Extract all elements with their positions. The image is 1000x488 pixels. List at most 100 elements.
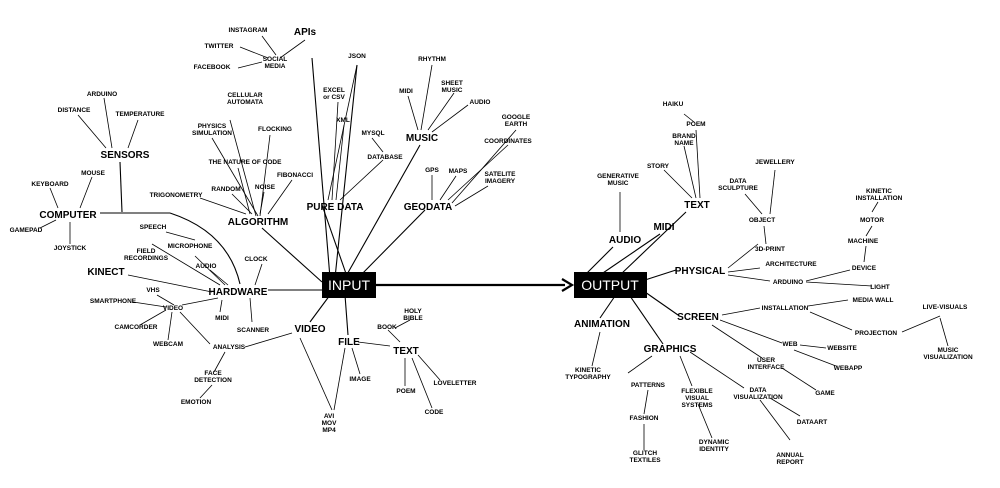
node-holy-bible-1: HOLY [404, 308, 422, 315]
node-flocking: FLOCKING [258, 126, 292, 133]
node-mouse: MOUSE [81, 170, 106, 177]
node-data-sculpture-2: SCULPTURE [718, 185, 758, 192]
node-animation: ANIMATION [574, 319, 630, 330]
node-json: JSON [348, 53, 366, 60]
node-gamepad: GAMEPAD [10, 227, 43, 234]
node-geodata: GEODATA [404, 202, 453, 213]
node-audio-music: AUDIO [470, 99, 491, 106]
node-noise: NOISE [255, 184, 276, 191]
node-dynamic-2: IDENTITY [699, 446, 729, 453]
node-text-output: TEXT [684, 200, 710, 211]
node-data-vis-1: DATA [749, 387, 766, 394]
node-book: BOOK [377, 324, 397, 331]
node-patterns: PATTERNS [631, 382, 666, 389]
node-poem-output: POEM [686, 121, 705, 128]
node-dynamic-1: DYNAMIC [699, 439, 730, 446]
node-code: CODE [425, 409, 444, 416]
node-face-2: DETECTION [194, 377, 232, 384]
node-kinetic-inst-1: KINETIC [866, 188, 892, 195]
input-label: INPUT [328, 277, 370, 293]
node-social-media-1: SOCIAL [263, 56, 288, 63]
node-clock: CLOCK [244, 256, 267, 263]
node-webcam: WEBCAM [153, 341, 183, 348]
node-face-1: FACE [204, 370, 222, 377]
node-field-1: FIELD [137, 248, 156, 255]
node-data-vis-2: VISUALIZATION [733, 394, 783, 401]
node-twitter: TWITTER [205, 43, 234, 50]
node-arduino-output: ARDUINO [773, 279, 803, 286]
node-light: LIGHT [870, 284, 890, 291]
node-fashion: FASHION [630, 415, 659, 422]
node-music-vis-2: VISUALIZATION [923, 354, 973, 361]
node-website: WEBSITE [827, 345, 857, 352]
node-architecture: ARCHITECTURE [765, 261, 817, 268]
node-avi-3: MP4 [322, 427, 336, 434]
node-poem-input: POEM [396, 388, 415, 395]
node-physical: PHYSICAL [675, 266, 726, 277]
node-sheet-music-1: SHEET [441, 80, 463, 87]
node-projection: PROJECTION [855, 330, 898, 337]
input-branch: APIs INSTAGRAM TWITTER FACEBOOK SOCIAL M… [10, 27, 533, 434]
node-sensors: SENSORS [101, 150, 150, 161]
node-flexible-2: VISUAL [685, 395, 709, 402]
node-keyboard: KEYBOARD [31, 181, 69, 188]
node-facebook: FACEBOOK [194, 64, 231, 71]
node-device: DEVICE [852, 265, 877, 272]
node-graphics: GRAPHICS [644, 344, 697, 355]
node-physics-2: SIMULATION [192, 130, 232, 137]
node-3d-print: 3D-PRINT [755, 246, 785, 253]
node-live-visuals: LIVE-VISUALS [923, 304, 968, 311]
node-google-earth-2: EARTH [505, 121, 528, 128]
node-glitch-1: GLITCH [633, 450, 657, 457]
node-smartphone: SMARTPHONE [90, 298, 137, 305]
node-brand-1: BRAND [672, 133, 696, 140]
node-satelite-1: SATELITE [485, 171, 517, 178]
node-screen: SCREEN [677, 312, 719, 323]
node-annual-1: ANNUAL [776, 452, 803, 459]
node-random: RANDOM [211, 186, 240, 193]
node-field-2: RECORDINGS [124, 255, 169, 262]
node-glitch-2: TEXTILES [629, 457, 661, 464]
node-generative-1: GENERATIVE [597, 173, 639, 180]
node-video-small: VIDEO [163, 305, 183, 312]
node-cellular-2: AUTOMATA [227, 99, 263, 106]
node-jewellery: JEWELLERY [755, 159, 795, 166]
edges [39, 35, 949, 450]
node-kinetic-typo-1: KINETIC [575, 367, 601, 374]
node-xml: XML [336, 117, 350, 124]
node-gps: GPS [425, 167, 439, 174]
node-database: DATABASE [367, 154, 403, 161]
node-avi-2: MOV [322, 420, 337, 427]
node-brand-2: NAME [674, 140, 694, 147]
node-haiku: HAIKU [663, 101, 684, 108]
node-hardware: HARDWARE [209, 287, 268, 298]
node-music-vis-1: MUSIC [938, 347, 959, 354]
node-vhs: VHS [146, 287, 160, 294]
node-flexible-1: FLEXIBLE [681, 388, 713, 395]
node-coordinates: COORDINATES [484, 138, 532, 145]
node-temperature: TEMPERATURE [116, 111, 166, 118]
node-physics-1: PHYSICS [198, 123, 227, 130]
node-excel-2: or CSV [323, 94, 345, 101]
node-game: GAME [815, 390, 835, 397]
node-user-interface-2: INTERFACE [748, 364, 786, 371]
node-google-earth-1: GOOGLE [502, 114, 531, 121]
node-video: VIDEO [294, 324, 325, 335]
node-apis: APIs [294, 27, 317, 38]
node-maps: MAPS [449, 168, 468, 175]
node-avi-1: AVI [324, 413, 335, 420]
node-data-sculpture-1: DATA [729, 178, 746, 185]
node-camcorder: CAMCORDER [115, 324, 158, 331]
node-microphone: MICROPHONE [168, 243, 213, 250]
node-satelite-2: IMAGERY [485, 178, 516, 185]
node-file: FILE [338, 337, 360, 348]
node-midi-output: MIDI [653, 222, 674, 233]
node-machine: MACHINE [848, 238, 879, 245]
node-emotion: EMOTION [181, 399, 212, 406]
node-kinetic-inst-2: INSTALLATION [856, 195, 903, 202]
node-loveletter: LOVELETTER [434, 380, 477, 387]
node-nature-of-code: THE NATURE OF CODE [209, 159, 282, 166]
node-speech: SPEECH [140, 224, 167, 231]
node-audio-hw: AUDIO [196, 263, 217, 270]
node-object: OBJECT [749, 217, 775, 224]
